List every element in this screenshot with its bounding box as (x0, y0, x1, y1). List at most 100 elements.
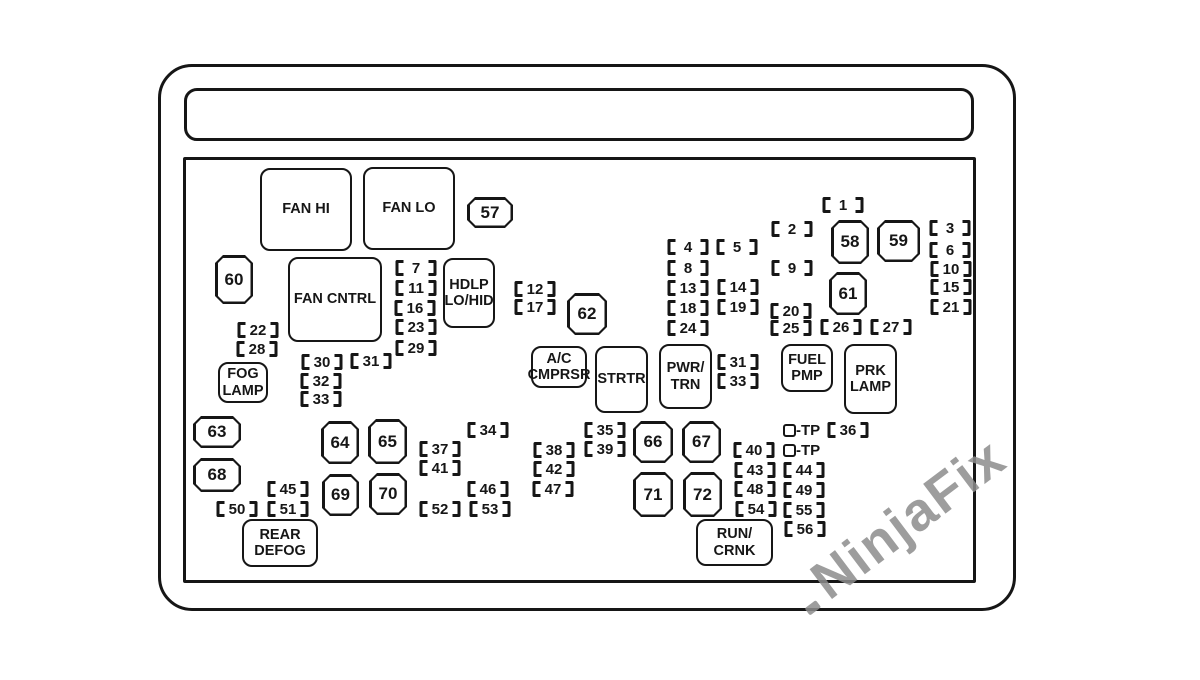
run-crnk-box: RUN/CRNK (696, 519, 773, 566)
bracket-fuse-33: 33 (300, 390, 342, 408)
bracket-fuse-number: 33 (312, 390, 330, 408)
left-bracket-icon (667, 260, 676, 276)
fuse-box-65: 65 (368, 419, 407, 464)
bracket-fuse-17: 17 (514, 299, 556, 315)
right-bracket-icon (500, 422, 509, 438)
right-bracket-icon (270, 322, 279, 338)
fuse-box-70: 70 (369, 473, 407, 515)
right-bracket-icon (855, 197, 864, 213)
right-bracket-icon (962, 242, 971, 258)
right-bracket-icon (428, 319, 437, 335)
bracket-fuse-13: 13 (667, 280, 709, 296)
bracket-fuse-37: 37 (419, 440, 461, 458)
right-bracket-icon (903, 319, 912, 335)
rear-defog-label: DEFOG (254, 543, 306, 559)
right-bracket-icon (767, 481, 776, 497)
right-bracket-icon (816, 502, 825, 518)
right-bracket-icon (700, 280, 709, 296)
right-bracket-icon (804, 260, 813, 276)
bracket-fuse-number: 6 (945, 241, 955, 259)
fuse-box-69: 69 (322, 474, 359, 516)
bracket-fuse-number: 38 (545, 441, 563, 459)
fuel-pmp-label: PMP (791, 368, 823, 384)
bracket-fuse-number: 52 (431, 500, 449, 518)
left-bracket-icon (584, 441, 593, 457)
bracket-fuse-1: 1 (822, 197, 864, 213)
pwr-trn-box: PWR/TRN (659, 344, 712, 409)
fuse-box-number: 59 (889, 231, 908, 250)
left-bracket-icon (236, 341, 245, 357)
bracket-fuse-number: 7 (411, 259, 421, 277)
bracket-fuse-number: 27 (882, 318, 900, 336)
bracket-fuse-36: 36 (827, 421, 869, 439)
bracket-fuse-number: 5 (732, 238, 742, 256)
fuse-panel-area (183, 157, 976, 583)
bracket-fuse-29: 29 (395, 340, 437, 356)
right-bracket-icon (249, 501, 258, 517)
fan-hi-box: FAN HI (260, 168, 352, 251)
left-bracket-icon (717, 279, 726, 295)
left-bracket-icon (783, 482, 792, 498)
right-bracket-icon (962, 220, 971, 236)
bracket-fuse-number: 34 (479, 421, 497, 439)
strtr-box: STRTR (595, 346, 648, 413)
fuse-box-number: 69 (331, 485, 350, 504)
bracket-fuse-27: 27 (870, 318, 912, 336)
right-bracket-icon (963, 279, 972, 295)
tp-label: -TP (796, 441, 821, 459)
left-bracket-icon (514, 299, 523, 315)
fuse-box-number: 65 (378, 431, 397, 451)
left-bracket-icon (467, 422, 476, 438)
right-bracket-icon (269, 341, 278, 357)
right-bracket-icon (547, 281, 556, 297)
bracket-fuse-number: 53 (481, 500, 499, 518)
bracket-fuse-40: 40 (733, 442, 775, 458)
bracket-fuse-10: 10 (930, 261, 972, 277)
left-bracket-icon (716, 239, 725, 255)
bracket-fuse-number: 12 (526, 280, 544, 298)
left-bracket-icon (350, 353, 359, 369)
right-bracket-icon (700, 260, 709, 276)
prk-lamp-label: LAMP (849, 379, 892, 395)
tp-label: -TP (796, 421, 821, 439)
left-bracket-icon (533, 461, 542, 477)
bracket-fuse-23: 23 (395, 319, 437, 335)
left-bracket-icon (733, 442, 742, 458)
bracket-fuse-45: 45 (267, 481, 309, 497)
left-bracket-icon (395, 340, 404, 356)
ac-cmprsr-label: A/C (546, 350, 572, 367)
right-bracket-icon (452, 501, 461, 517)
bracket-fuse-20: 20 (770, 303, 812, 319)
bracket-fuse-28: 28 (236, 341, 278, 357)
bracket-fuse-44: 44 (783, 462, 825, 478)
bracket-fuse-31: 31 (717, 354, 759, 370)
left-bracket-icon (419, 441, 428, 457)
run-crnk-label: RUN/ (716, 526, 753, 543)
bracket-fuse-16: 16 (394, 300, 436, 316)
fuse-box-60: 60 (215, 255, 253, 304)
run-crnk-label: CRNK (713, 542, 756, 559)
bracket-fuse-number: 35 (596, 421, 614, 439)
fuse-box-number: 68 (207, 465, 227, 484)
bracket-fuse-number: 3 (945, 219, 955, 237)
bracket-fuse-6: 6 (929, 241, 971, 259)
bracket-fuse-22: 22 (237, 322, 279, 338)
bracket-fuse-11: 11 (395, 280, 437, 296)
bracket-fuse-number: 32 (312, 372, 330, 390)
fuse-box-number: 71 (643, 484, 663, 504)
bracket-fuse-54: 54 (735, 501, 777, 517)
bracket-fuse-38: 38 (533, 441, 575, 459)
fog-lamp-label: FOG (227, 366, 259, 383)
bracket-fuse-number: 36 (839, 421, 857, 439)
left-bracket-icon (394, 300, 403, 316)
strtr-label: STRTR (597, 371, 646, 388)
left-bracket-icon (532, 481, 541, 497)
left-bracket-icon (783, 462, 792, 478)
bracket-fuse-number: 37 (431, 440, 449, 458)
fuse-box-57: 57 (467, 197, 513, 228)
left-bracket-icon (770, 303, 779, 319)
